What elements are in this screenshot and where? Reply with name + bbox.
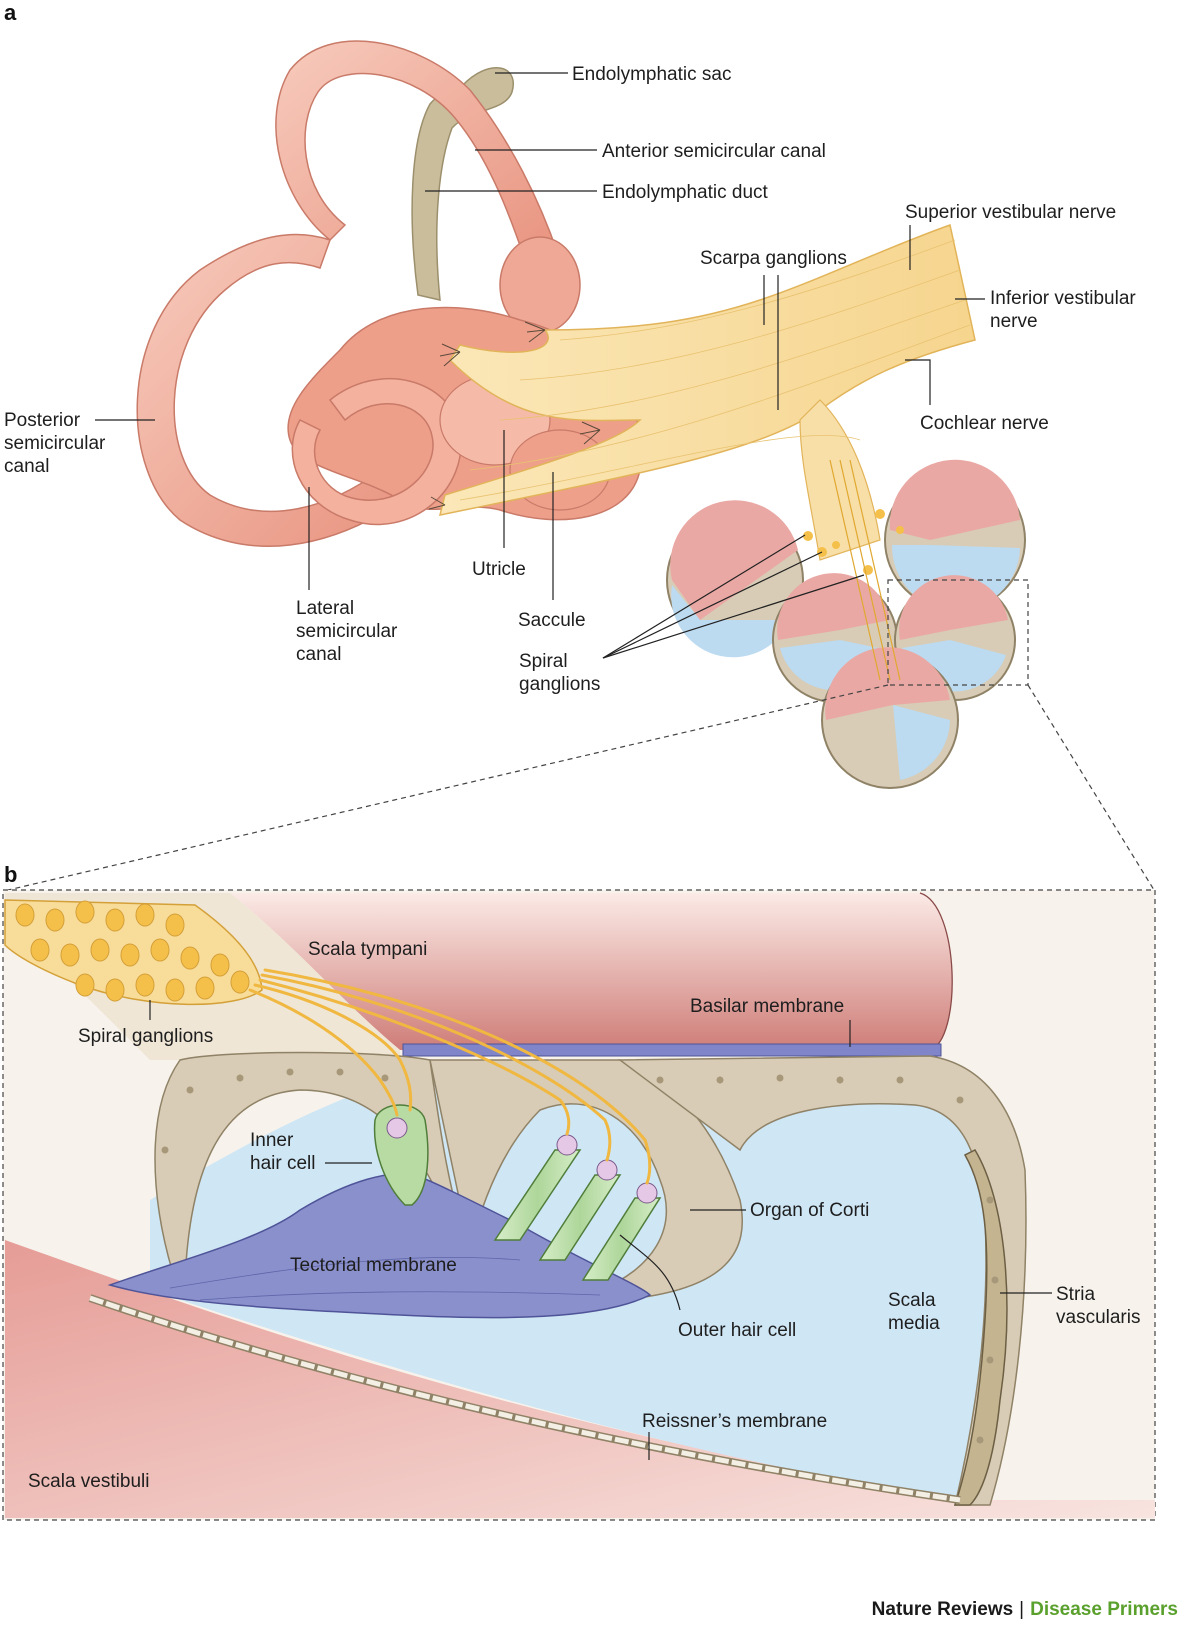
- label-tectorial-membrane: Tectorial membrane: [290, 1255, 457, 1276]
- label-spiral-ganglions-a: Spiral ganglions: [519, 651, 600, 695]
- label-scala-media: Scala media: [888, 1290, 941, 1334]
- label-saccule: Saccule: [518, 610, 586, 631]
- scala-tympani: [230, 893, 953, 1050]
- label-reissners-membrane: Reissner’s membrane: [642, 1411, 827, 1432]
- vestibular-nerve-bundle: [428, 224, 976, 561]
- label-endolymphatic-sac: Endolymphatic sac: [572, 64, 731, 85]
- label-scarpa-ganglions: Scarpa ganglions: [700, 248, 847, 269]
- cochlea-turn: [666, 500, 804, 658]
- outer-hair-cell: [493, 1134, 582, 1241]
- cochlear-duct-section: [2, 889, 1156, 1521]
- inner-hair-cell: [373, 1104, 429, 1206]
- panel-b-letter: b: [4, 862, 17, 887]
- outer-hair-cell: [538, 1159, 622, 1261]
- stria-vascularis: [953, 1149, 1008, 1506]
- label-posterior-canal: Posterior semicircular canal: [4, 410, 111, 477]
- afferent-fibres: [248, 968, 652, 1185]
- panel-b-labels: Scala tympani Basilar membrane Spiral ga…: [28, 939, 1140, 1492]
- label-superior-vestibular-nerve: Superior vestibular nerve: [905, 202, 1116, 223]
- panel-a-labels: Endolymphatic sac Anterior semicircular …: [4, 64, 1141, 695]
- posterior-canal: [136, 233, 432, 547]
- label-lateral-canal: Lateral semicircular canal: [296, 598, 403, 665]
- organ-of-corti-support: [429, 1059, 744, 1301]
- label-stria-vascularis: Stria vascularis: [1056, 1284, 1140, 1328]
- series-name: Disease Primers: [1030, 1599, 1178, 1620]
- journal-credit: Nature Reviews|Disease Primers: [872, 1599, 1178, 1621]
- label-cochlear-nerve: Cochlear nerve: [920, 413, 1049, 434]
- label-utricle: Utricle: [472, 559, 526, 580]
- label-scala-tympani: Scala tympani: [308, 939, 427, 960]
- zoom-indicator: [7, 579, 1155, 891]
- label-endolymphatic-duct: Endolymphatic duct: [602, 182, 769, 203]
- cochlea: [666, 459, 1026, 789]
- label-outer-hair-cell: Outer hair cell: [678, 1320, 796, 1341]
- outer-hair-cell: [581, 1182, 662, 1281]
- basilar-membrane: [402, 1043, 942, 1057]
- credit-separator: |: [1019, 1599, 1025, 1620]
- label-organ-of-corti: Organ of Corti: [750, 1200, 869, 1221]
- reissners-membrane: [88, 1294, 961, 1504]
- label-basilar-membrane: Basilar membrane: [690, 996, 844, 1017]
- label-scala-vestibuli: Scala vestibuli: [28, 1471, 149, 1492]
- tectorial-membrane: [107, 1173, 652, 1319]
- label-spiral-ganglions-b: Spiral ganglions: [78, 1026, 213, 1047]
- label-inner-hair-cell: Inner hair cell: [250, 1130, 315, 1174]
- spiral-ganglion-cluster: [4, 899, 263, 1006]
- scala-vestibuli: [5, 1240, 1155, 1518]
- panel-a-letter: a: [4, 0, 17, 25]
- cochlea-turn: [821, 647, 959, 789]
- journal-name: Nature Reviews: [871, 1599, 1014, 1620]
- label-anterior-canal: Anterior semicircular canal: [602, 141, 826, 162]
- label-inferior-vestibular-nerve: Inferior vestibular nerve: [990, 288, 1141, 332]
- endolymphatic-sac: [411, 67, 514, 301]
